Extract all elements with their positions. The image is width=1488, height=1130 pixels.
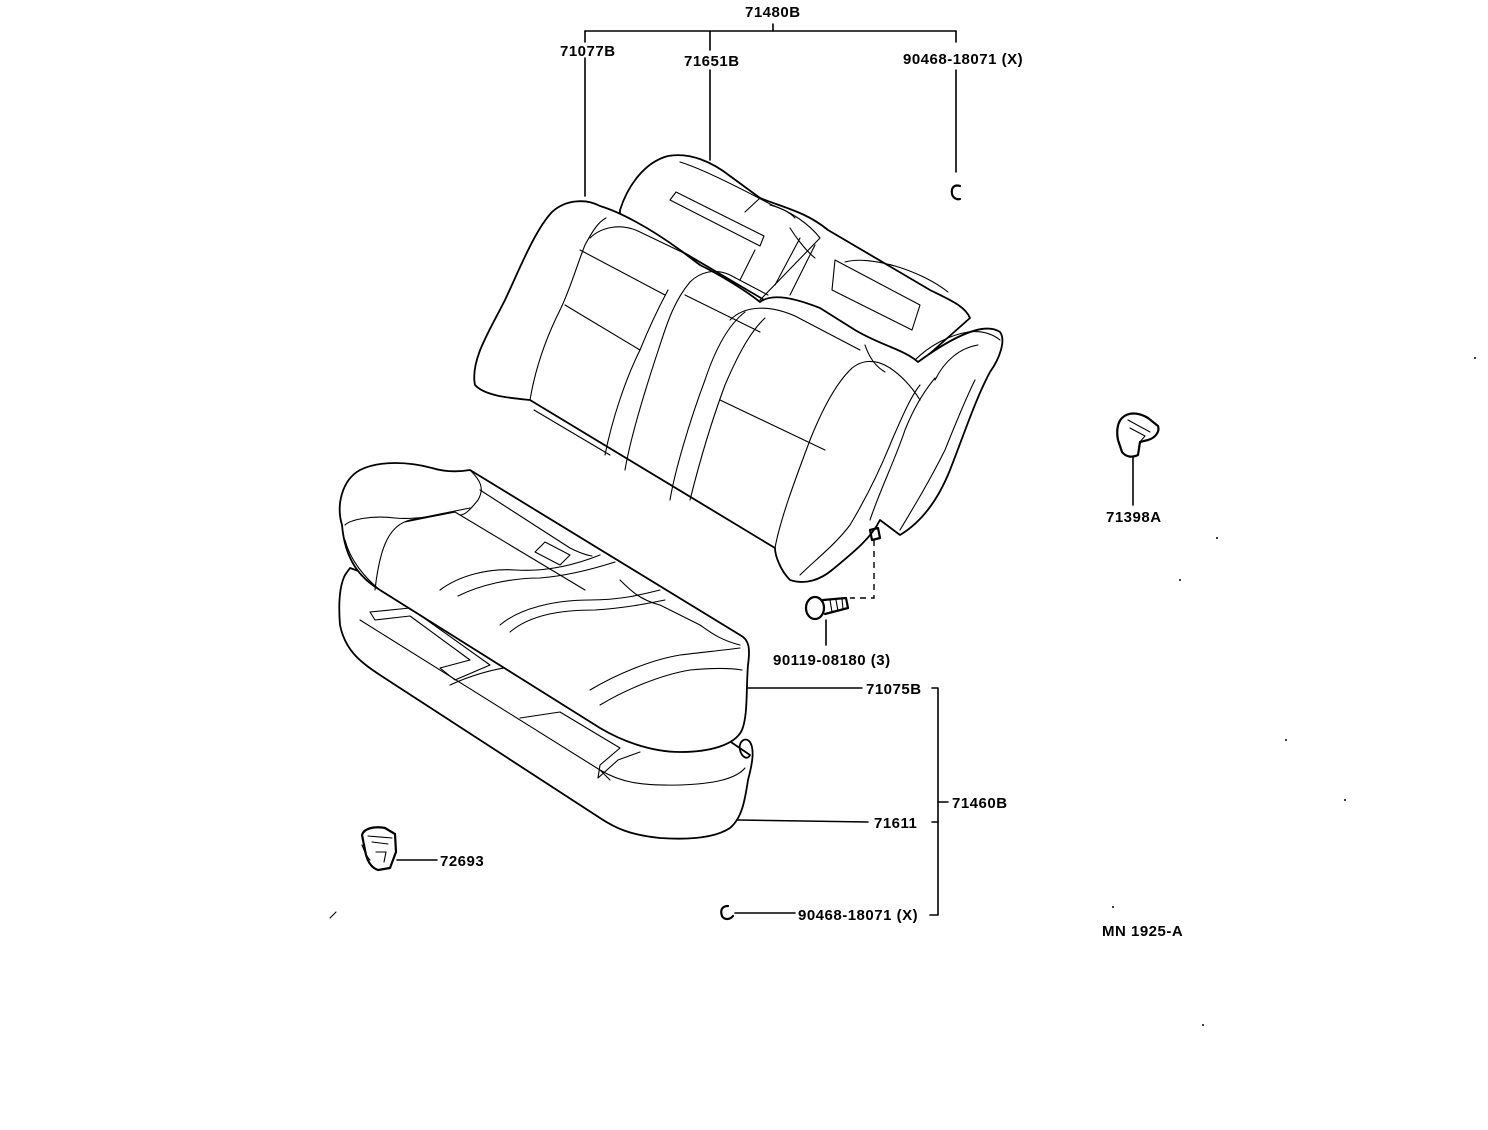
hog-ring-bottom-icon [720,904,735,921]
label-72693: 72693 [440,853,484,870]
seatback-cover-drawing [473,200,1004,583]
label-71398a: 71398A [1106,509,1162,526]
scan-specks [329,357,1476,1026]
label-71480b: 71480B [745,4,801,21]
hog-ring-top-icon [950,184,962,201]
seatback-fastener-icon [868,526,882,542]
bracket-71398a-icon [1116,412,1160,458]
label-71651b: 71651B [684,53,740,70]
label-71077b: 71077B [560,43,616,60]
label-71460b: 71460B [952,795,1008,812]
clip-72693-icon [360,826,398,872]
label-90468-top: 90468-18071 (X) [903,51,1023,68]
seatback-pad-drawing [619,154,971,381]
label-71075b: 71075B [866,681,922,698]
label-71611: 71611 [874,815,917,832]
bolt-90119-icon [804,595,850,621]
label-90468-bottom: 90468-18071 (X) [798,907,918,924]
leader-lines [396,23,1134,916]
label-90119: 90119-08180 (3) [773,652,891,669]
seat-cushion-drawing [338,462,754,840]
diagram-code: MN 1925-A [1102,923,1183,940]
